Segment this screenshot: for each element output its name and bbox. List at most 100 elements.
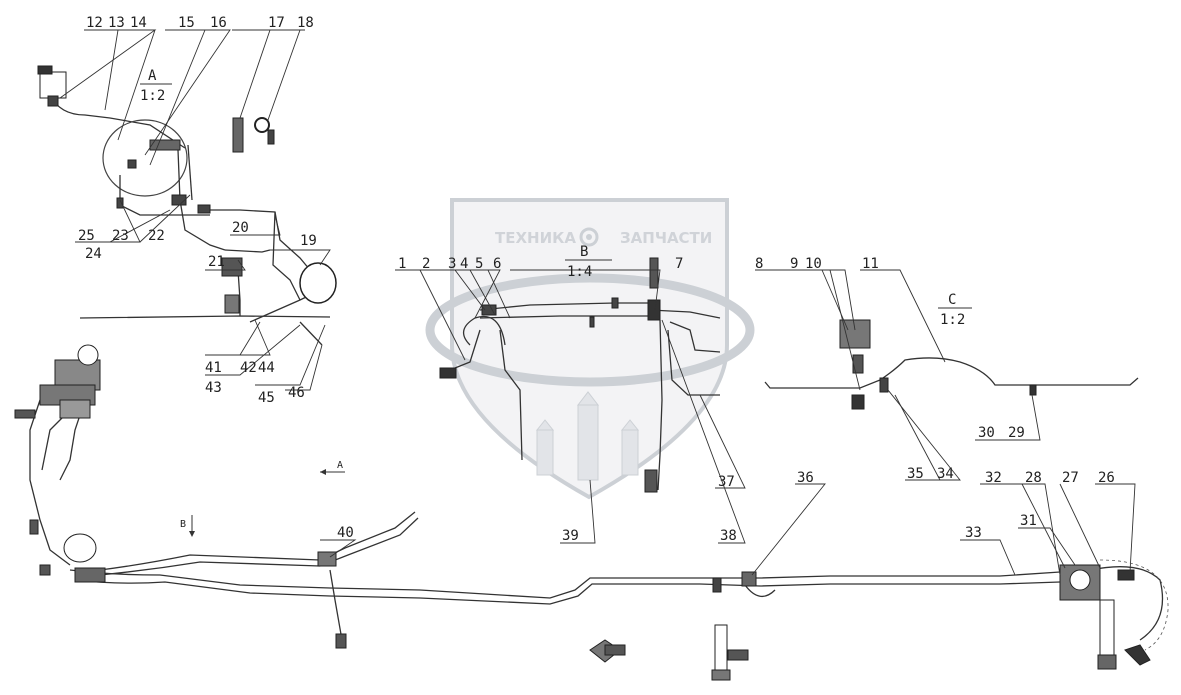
callout-31: 31: [1020, 513, 1037, 529]
pipe-b-drop: [499, 329, 523, 461]
callout-25: 25: [78, 228, 95, 244]
view-a-arrow-icon: [320, 469, 345, 475]
callout-34: 34: [937, 466, 954, 482]
pipe-rear-hose: [329, 569, 343, 641]
callout-7: 7: [675, 256, 683, 272]
view-b-arrow-icon: [189, 515, 195, 537]
callout-26: 26: [1098, 470, 1115, 486]
callout-32: 32: [985, 470, 1002, 486]
callout-14: 14: [130, 15, 147, 31]
marker-a: A: [337, 460, 343, 471]
callout-40: 40: [337, 525, 354, 541]
leader-lines: [59, 29, 1136, 576]
callout-15: 15: [178, 15, 195, 31]
callout-30: 30: [978, 425, 995, 441]
watermark-brand-right: ЗАПЧАСТИ: [620, 229, 712, 247]
callout-3: 3: [448, 256, 456, 272]
detail-view-bottom-left-icon: [589, 639, 626, 663]
pipe-b-lower: [657, 319, 663, 491]
detail-view-bottom-mid-icon: [711, 624, 749, 681]
callout-44: 44: [258, 360, 275, 376]
callout-10: 10: [805, 256, 822, 272]
callout-43: 43: [205, 380, 222, 396]
view-c-name: C: [948, 292, 956, 308]
master-cylinder-icon: [14, 344, 101, 419]
view-c-scale: 1:2: [940, 312, 965, 328]
bracket-9-10-icon: [839, 319, 871, 410]
callout-28: 28: [1025, 470, 1042, 486]
callout-38: 38: [720, 528, 737, 544]
callout-19: 19: [300, 233, 317, 249]
watermark-gear-icon: [579, 227, 599, 247]
callout-45: 45: [258, 390, 275, 406]
pipe-main-left-4: [299, 321, 323, 346]
view-b-scale: 1:4: [567, 264, 592, 280]
callout-23: 23: [112, 228, 129, 244]
pipe-main-left-2: [237, 269, 241, 316]
view-b-name: B: [580, 244, 588, 260]
rear-valve-icon: [1059, 564, 1135, 601]
callout-2: 2: [422, 256, 430, 272]
callout-27: 27: [1062, 470, 1079, 486]
callout-21: 21: [208, 254, 225, 270]
callout-9: 9: [790, 256, 798, 272]
callout-42: 42: [240, 360, 257, 376]
marker-b: B: [180, 519, 186, 530]
view-a-name: A: [148, 68, 157, 84]
callout-22: 22: [148, 228, 165, 244]
components: [14, 65, 1151, 681]
callout-29: 29: [1008, 425, 1025, 441]
pipe-a-6: [272, 211, 301, 301]
booster-icon: [299, 262, 337, 304]
callout-5: 5: [475, 256, 483, 272]
callout-1: 1: [398, 256, 406, 272]
callout-36: 36: [797, 470, 814, 486]
pipe-bottom-upper-2: [99, 517, 419, 576]
view-a-scale: 1:2: [140, 88, 165, 104]
pipe-main-left: [79, 315, 331, 319]
callout-17: 17: [268, 15, 285, 31]
reservoir-icon: [39, 71, 67, 99]
pipe-c-frame: [764, 357, 1139, 389]
view-c-dash: [1099, 559, 1169, 651]
callout-13: 13: [108, 15, 125, 31]
callout-8: 8: [755, 256, 763, 272]
view-a-circle: [102, 119, 188, 197]
pipe-bottom-upper: [99, 511, 416, 571]
brake-chamber-front-icon: [63, 533, 97, 563]
view-labels: A 1:2 B 1:4 C 1:2 A B: [140, 68, 972, 537]
pipe-rear-loop: [744, 584, 776, 597]
callout-16: 16: [210, 15, 227, 31]
callout-39: 39: [562, 528, 579, 544]
fitting-36-icon: [741, 571, 757, 587]
callout-20: 20: [232, 220, 249, 236]
watermark-ring-icon: [425, 273, 755, 387]
valve-40-icon: [317, 551, 337, 567]
callout-24: 24: [85, 246, 102, 262]
pipe-b-right-down: [669, 321, 721, 353]
callout-labels: 12 13 14 15 16 17 18 25 23 22 24 20 19 2…: [78, 15, 1115, 544]
fitting-18-icon: [254, 117, 270, 133]
watermark: ТЕХНИКА ЗАПЧАСТИ: [425, 198, 755, 500]
pipe-a-1: [119, 175, 210, 216]
pipe-b-right: [649, 309, 721, 319]
fitting-17-icon: [232, 117, 244, 153]
watermark-brand-left: ТЕХНИКА: [495, 229, 576, 247]
pipe-b-down: [667, 329, 720, 396]
callout-4: 4: [460, 256, 468, 272]
pipe-a-5: [224, 249, 271, 253]
watermark-wheat-icon: [535, 391, 640, 481]
callout-37: 37: [718, 474, 735, 490]
brake-pipes: [29, 94, 1164, 641]
rear-cylinder-icon: [1099, 599, 1115, 661]
callout-33: 33: [965, 525, 982, 541]
callout-46: 46: [288, 385, 305, 401]
pipe-a-2: [177, 149, 226, 251]
callout-41: 41: [205, 360, 222, 376]
valve-21-icon: [221, 257, 243, 277]
callout-12: 12: [86, 15, 103, 31]
callout-6: 6: [493, 256, 501, 272]
callout-18: 18: [297, 15, 314, 31]
pipe-a-3: [187, 144, 193, 201]
